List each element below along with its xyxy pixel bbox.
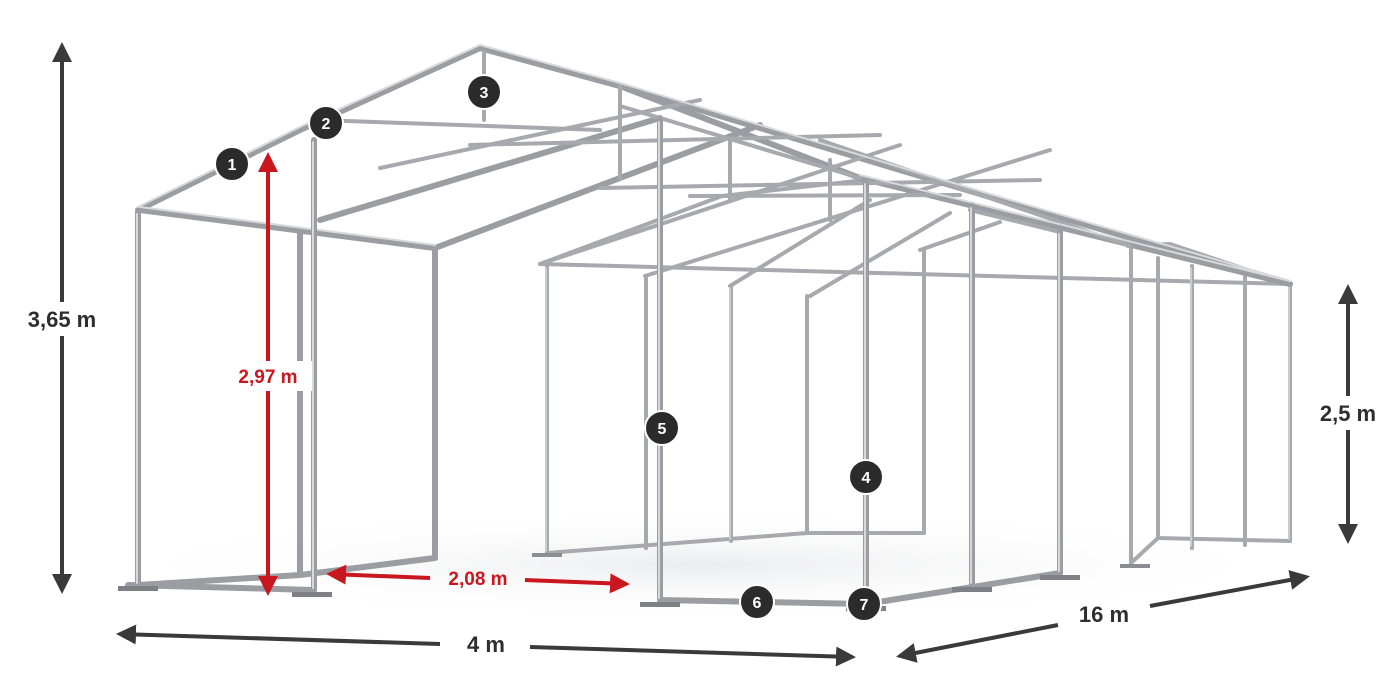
length-arrow-left <box>896 623 1059 663</box>
far-frame <box>538 148 1292 565</box>
width-arrow-left <box>116 624 441 646</box>
badge-3-label: 3 <box>480 85 489 102</box>
door-width-label: 2,08 m <box>448 569 507 590</box>
height-total-label: 3,65 m <box>28 307 97 332</box>
door-width-dimension: 2,08 m <box>326 564 630 594</box>
height-total-dimension: 3,65 m <box>18 42 108 594</box>
width-label: 4 m <box>467 632 505 657</box>
badge-2-label: 2 <box>322 116 331 133</box>
badge-6: 6 <box>739 584 775 620</box>
door-height-label: 2,97 m <box>238 367 297 388</box>
length-arrow-right <box>1149 570 1310 608</box>
near-frame <box>118 117 1150 611</box>
side-height-label: 2,5 m <box>1320 401 1376 426</box>
badge-4-label: 4 <box>862 470 871 487</box>
badge-1-label: 1 <box>228 157 237 174</box>
floor-shadow <box>80 510 1320 620</box>
width-dimension: 4 m <box>116 624 856 667</box>
side-height-dimension: 2,5 m <box>1310 284 1390 544</box>
width-arrow-right <box>529 645 856 667</box>
badge-4: 4 <box>848 459 884 495</box>
badge-5: 5 <box>644 410 680 446</box>
badge-1: 1 <box>214 146 250 182</box>
length-label: 16 m <box>1079 602 1129 627</box>
badge-2: 2 <box>308 105 344 141</box>
badge-7-label: 7 <box>860 597 869 614</box>
door-width-arrow-left <box>326 564 431 585</box>
roof-frame <box>135 44 1293 287</box>
badge-6-label: 6 <box>753 595 762 612</box>
length-dimension: 16 m <box>896 570 1310 663</box>
badge-5-label: 5 <box>658 421 667 438</box>
badge-3: 3 <box>466 74 502 110</box>
badge-7: 7 <box>846 586 882 622</box>
door-height-dimension: 2,97 m <box>228 152 312 596</box>
door-width-arrow-right <box>524 573 630 594</box>
